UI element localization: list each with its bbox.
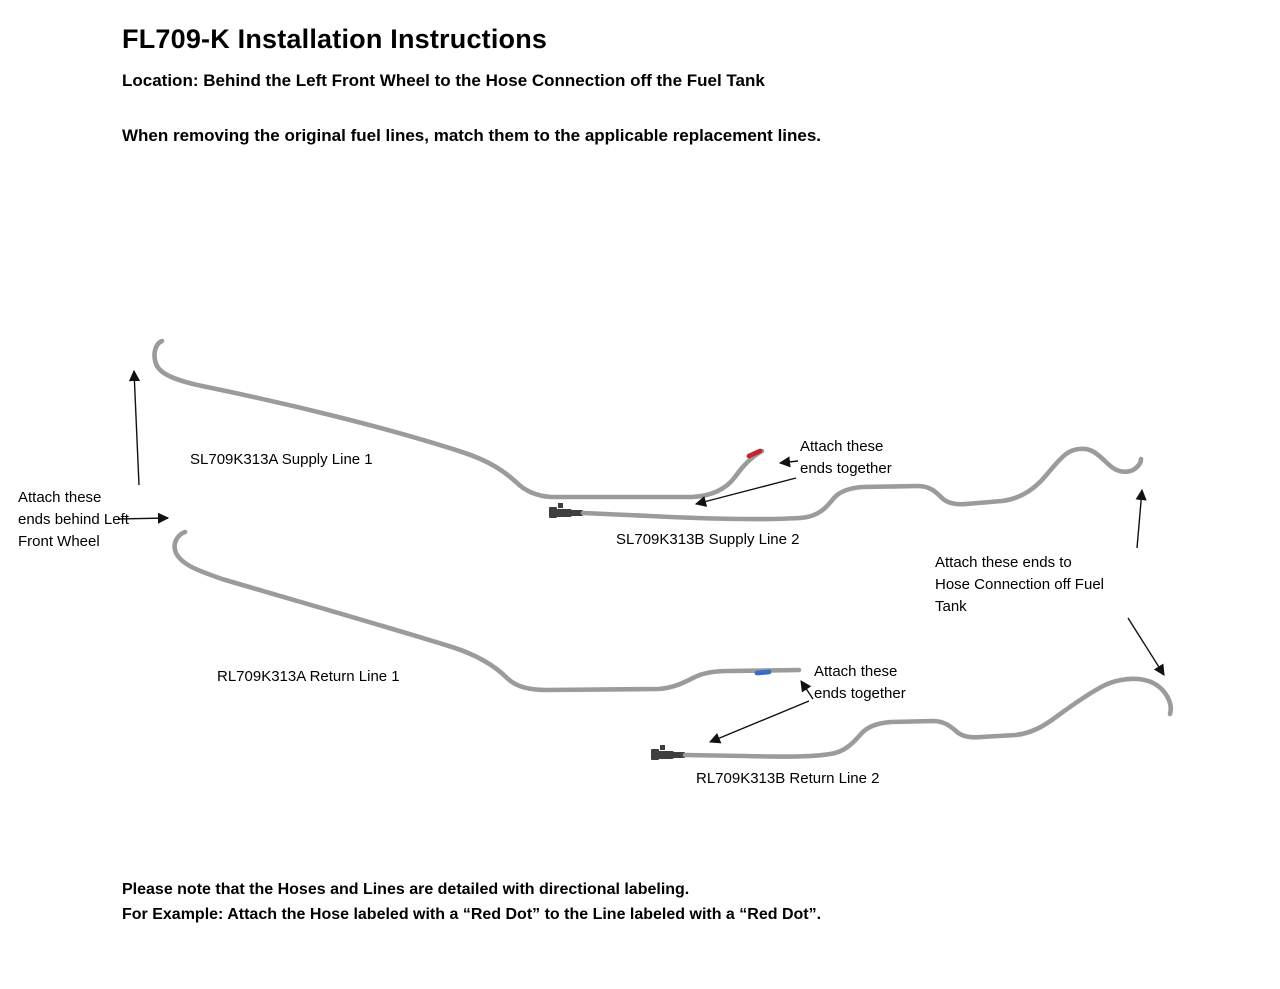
footer-note-2: For Example: Attach the Hose labeled wit…	[122, 906, 822, 923]
arrow-to-supply2-fitting	[694, 477, 797, 507]
arrow-to-return2-tank-end	[1127, 617, 1165, 676]
page-title: FL709-K Installation Instructions	[122, 24, 548, 54]
annotation-attach-together-supply: Attach these ends together	[800, 438, 892, 477]
annotation-fuel-tank: Attach these ends to Hose Connection off…	[935, 554, 1104, 615]
arrow-to-supply1-red-end	[778, 456, 799, 468]
supply-line-2-fitting	[549, 503, 583, 518]
arrow-to-return2-fitting	[708, 700, 810, 744]
arrow-to-supply1-wheel-end	[128, 369, 141, 486]
annotation-behind-wheel: Attach these ends behind Left Front Whee…	[18, 489, 129, 550]
arrow-to-supply2-tank-end	[1135, 488, 1147, 549]
red-dot-marker	[746, 448, 763, 459]
return-line-1-tube	[172, 529, 802, 693]
arrow-to-return1-wheel-end	[117, 512, 170, 524]
label-supply-line-2: SL709K313B Supply Line 2	[616, 531, 800, 548]
label-return-line-1: RL709K313A Return Line 1	[217, 668, 400, 685]
location-line: Location: Behind the Left Front Wheel to…	[122, 71, 765, 90]
return-line-2-tube	[682, 676, 1174, 759]
arrow-to-return1-end	[800, 680, 814, 700]
supply-line-2-tube	[580, 446, 1144, 522]
label-supply-line-1: SL709K313A Supply Line 1	[190, 451, 373, 468]
intro-line: When removing the original fuel lines, m…	[122, 126, 822, 145]
supply-line-1-tube	[152, 338, 765, 500]
return-line-2-fitting	[651, 745, 685, 760]
blue-dot-marker	[754, 669, 772, 676]
annotation-attach-together-return: Attach these ends together	[814, 663, 906, 702]
footer-note-1: Please note that the Hoses and Lines are…	[122, 881, 690, 898]
label-return-line-2: RL709K313B Return Line 2	[696, 770, 880, 787]
